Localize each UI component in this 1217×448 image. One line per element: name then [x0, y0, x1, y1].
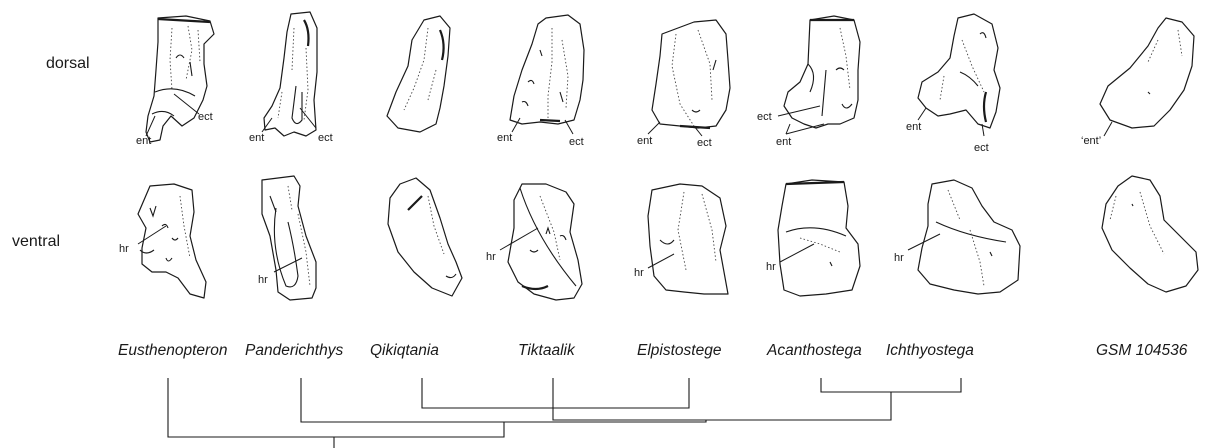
label-ent-eusthenopteron: ent — [136, 135, 151, 147]
cladogram — [168, 378, 961, 448]
elpistostege-ventral-drawing — [648, 184, 728, 294]
ect-pointer-tiktaalik — [565, 120, 573, 134]
taxon-qikiqtania: Qikiqtania — [370, 342, 439, 359]
label-ect-ichthyostega: ect — [974, 142, 989, 154]
taxon-elpistostege: Elpistostege — [637, 342, 722, 359]
tiktaalik-dorsal-drawing — [510, 15, 584, 124]
clade-elpistostegalia-tetrapods — [553, 392, 891, 420]
label-ect-elpistostege: ect — [697, 137, 712, 149]
ent-pointer-acanthostega — [786, 124, 790, 134]
row-label-ventral: ventral — [12, 233, 60, 250]
qikiqtania-dorsal-drawing — [387, 16, 450, 132]
row-label-dorsal: dorsal — [46, 55, 90, 72]
eusthenopteron-dorsal-drawing — [146, 16, 214, 142]
label-ect-tiktaalik: ect — [569, 136, 584, 148]
gsm104536-ventral-drawing — [1102, 176, 1198, 292]
gsm104536-dorsal-drawing — [1100, 18, 1194, 128]
clade-acanthostega-ichthyostega — [821, 378, 961, 392]
taxon-panderichthys: Panderichthys — [245, 342, 343, 359]
label-hr-ichthyostega: hr — [894, 252, 904, 264]
label-hr-eusthenopteron: hr — [119, 243, 129, 255]
clade-panderichthys-plus — [301, 378, 706, 422]
label-ect-panderichthys: ect — [318, 132, 333, 144]
ent-pointer-gsm104536 — [1104, 122, 1112, 136]
label-hr-panderichthys: hr — [258, 274, 268, 286]
label-hr-acanthostega: hr — [766, 261, 776, 273]
clade-qikiqtania-tiktaalik-elpistostege — [422, 378, 689, 408]
taxon-ichthyostega: Ichthyostega — [886, 342, 974, 359]
label-ent-tiktaalik: ent — [497, 132, 512, 144]
label-ect-eusthenopteron: ect — [198, 111, 213, 123]
label-ent-acanthostega: ent — [776, 136, 791, 148]
qikiqtania-ventral-drawing — [388, 178, 462, 296]
ent-pointer-acanthostega-2 — [786, 124, 824, 134]
eusthenopteron-ventral-drawing — [138, 184, 206, 298]
elpistostege-dorsal-drawing — [652, 20, 730, 128]
label-ent-elpistostege: ent — [637, 135, 652, 147]
taxon-eusthenopteron: Eusthenopteron — [118, 342, 227, 359]
label-hr-elpistostege: hr — [634, 267, 644, 279]
label-ent-ichthyostega: ent — [906, 121, 921, 133]
ent-pointer-ichthyostega — [918, 108, 926, 120]
ichthyostega-dorsal-drawing — [918, 14, 1000, 128]
acanthostega-dorsal-drawing — [784, 16, 860, 128]
acanthostega-ventral-drawing — [778, 180, 860, 296]
panderichthys-dorsal-drawing — [264, 12, 317, 136]
taxon-gsm104536: GSM 104536 — [1096, 342, 1188, 359]
ent-pointer-elpistostege — [648, 122, 660, 134]
label-hr-tiktaalik: hr — [486, 251, 496, 263]
label-ent-panderichthys: ent — [249, 132, 264, 144]
tiktaalik-ventral-drawing — [508, 184, 582, 300]
label-ect-acanthostega: ect — [757, 111, 772, 123]
taxon-tiktaalik: Tiktaalik — [518, 342, 576, 359]
label-ent-gsm104536: ‘ent’ — [1081, 135, 1101, 147]
taxon-acanthostega: Acanthostega — [766, 342, 862, 359]
panderichthys-ventral-drawing — [262, 176, 316, 300]
